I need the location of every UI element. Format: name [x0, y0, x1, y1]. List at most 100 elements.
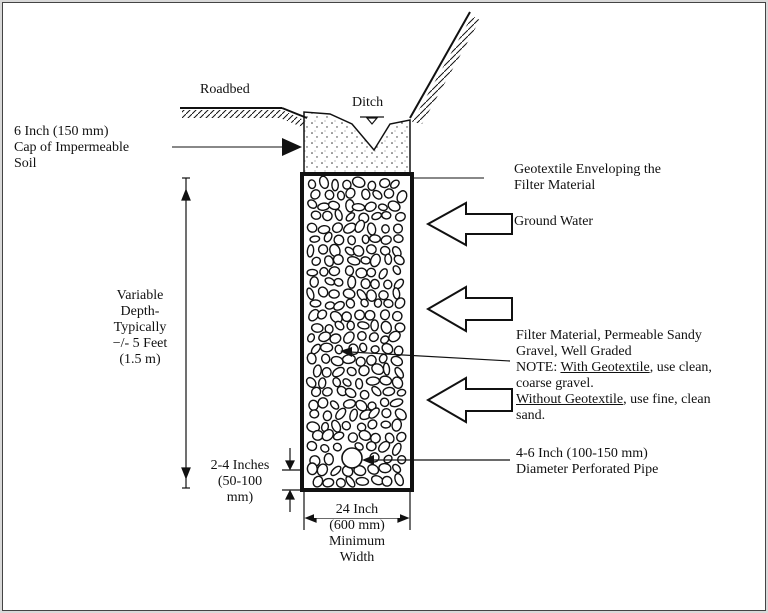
gravel-stone [327, 200, 341, 211]
gravel-stone [380, 235, 392, 245]
gravel-stone [371, 363, 385, 376]
bottom-gap-label: 2-4 Inches (50-100 mm) [210, 458, 270, 505]
gravel-stone [333, 300, 345, 311]
gravel-stone [353, 465, 367, 477]
gravel-stone [387, 200, 401, 212]
gravel-stone [306, 268, 319, 277]
gravel-stone [377, 203, 388, 212]
gravel-stone [306, 462, 318, 476]
filter-material-pointer [340, 347, 511, 362]
gravel-stone [344, 246, 355, 256]
gravel-stone [373, 298, 383, 308]
gravel-stone [365, 376, 381, 386]
gravel-stone [347, 235, 357, 246]
width-label: 24 Inch (600 mm) Minimum Width [314, 502, 400, 566]
gravel-stone [391, 418, 403, 432]
gravel-stone [371, 385, 382, 397]
gravel-stone [346, 320, 356, 331]
gravel-stone [311, 429, 324, 441]
ground-water-arrow-1 [425, 201, 513, 247]
gravel-stone [381, 475, 393, 487]
gravel-stone [396, 190, 408, 204]
gravel-stone [342, 179, 352, 190]
gravel-stone [351, 202, 366, 212]
gravel-stone [306, 287, 315, 301]
gravel-stone [306, 440, 318, 452]
note-line-1: NOTE: With Geotextile, use clean, [516, 360, 712, 375]
gravel-stone [354, 219, 366, 233]
gravel-stone [365, 244, 377, 255]
gravel-stone [379, 245, 391, 256]
gravel-stone [392, 265, 402, 276]
gravel-stone [317, 377, 327, 389]
gravel-stone [335, 407, 347, 420]
gravel-stone [366, 267, 377, 278]
gravel-stone [307, 179, 317, 190]
geotextile-label: Geotextile Enveloping the Filter Materia… [514, 162, 661, 193]
gravel-stone [394, 472, 405, 487]
cap-label: 6 Inch (150 mm) Cap of Impermeable Soil [14, 124, 130, 171]
pipe-pointer [362, 455, 510, 465]
gravel-stone [392, 223, 404, 234]
gravel-stone [361, 188, 371, 201]
soil-cap [303, 111, 411, 175]
gravel-stone [309, 276, 320, 288]
gravel-stone [358, 342, 368, 353]
gravel-stone [317, 397, 329, 409]
gravel-stone [383, 454, 393, 464]
gravel-stone [380, 320, 393, 335]
gravel-stone [378, 353, 388, 364]
gravel-stone [331, 178, 340, 192]
gravel-stone [382, 386, 396, 397]
gravel-stone [309, 299, 322, 308]
gravel-stone [388, 330, 401, 343]
gravel-stone [396, 431, 407, 443]
ground-water-arrow-2 [426, 285, 513, 333]
gravel-stone [345, 298, 356, 309]
gravel-stone [332, 431, 345, 441]
gravel-stone [322, 210, 333, 222]
pipe-label: 4-6 Inch (100-150 mm) Diameter Perforate… [516, 446, 659, 477]
gravel-stone [360, 298, 369, 308]
gravel-stone [393, 234, 404, 244]
gravel-stone [396, 388, 407, 397]
gravel-stone [319, 266, 329, 277]
gravel-stone [381, 224, 390, 234]
gravel-stone [378, 290, 389, 301]
gravel-stone [312, 475, 324, 488]
gravel-stone [318, 331, 332, 343]
gravel-stone [378, 268, 388, 280]
gravel-stone [343, 331, 355, 344]
gravel-stone [322, 410, 333, 422]
gravel-stone [344, 265, 355, 277]
gravel-stone [345, 187, 356, 199]
gravel-stone [332, 377, 342, 388]
ground-water-arrow-3 [426, 376, 513, 424]
gravel-stone [358, 364, 370, 377]
ditch-water-symbol [360, 116, 384, 125]
ground-water-arrows [425, 201, 513, 424]
gravel-stone [306, 421, 321, 433]
ground-water-label: Ground Water [514, 214, 594, 229]
gravel-stone [381, 407, 392, 419]
gravel-stone [335, 477, 346, 489]
gravel-stone [316, 463, 329, 477]
gravel-stone [310, 210, 322, 220]
gravel-stone [378, 462, 392, 474]
gravel-stone [307, 199, 318, 209]
gravel-stone [389, 398, 404, 408]
gravel-stone [368, 407, 380, 419]
gravel-stone [392, 463, 402, 474]
gravel-stone [393, 345, 404, 357]
gravel-stone [333, 234, 345, 246]
gravel-stone [381, 210, 392, 220]
gravel-stone [320, 443, 330, 453]
gravel-stone [394, 211, 406, 222]
gravel-stone [323, 452, 335, 466]
gravel-stone [318, 175, 330, 190]
gravel-stone [394, 297, 406, 309]
gravel-stone [334, 320, 345, 331]
gravel-stone [365, 354, 377, 366]
gravel-stone [394, 408, 407, 421]
gravel-stone [329, 310, 343, 324]
